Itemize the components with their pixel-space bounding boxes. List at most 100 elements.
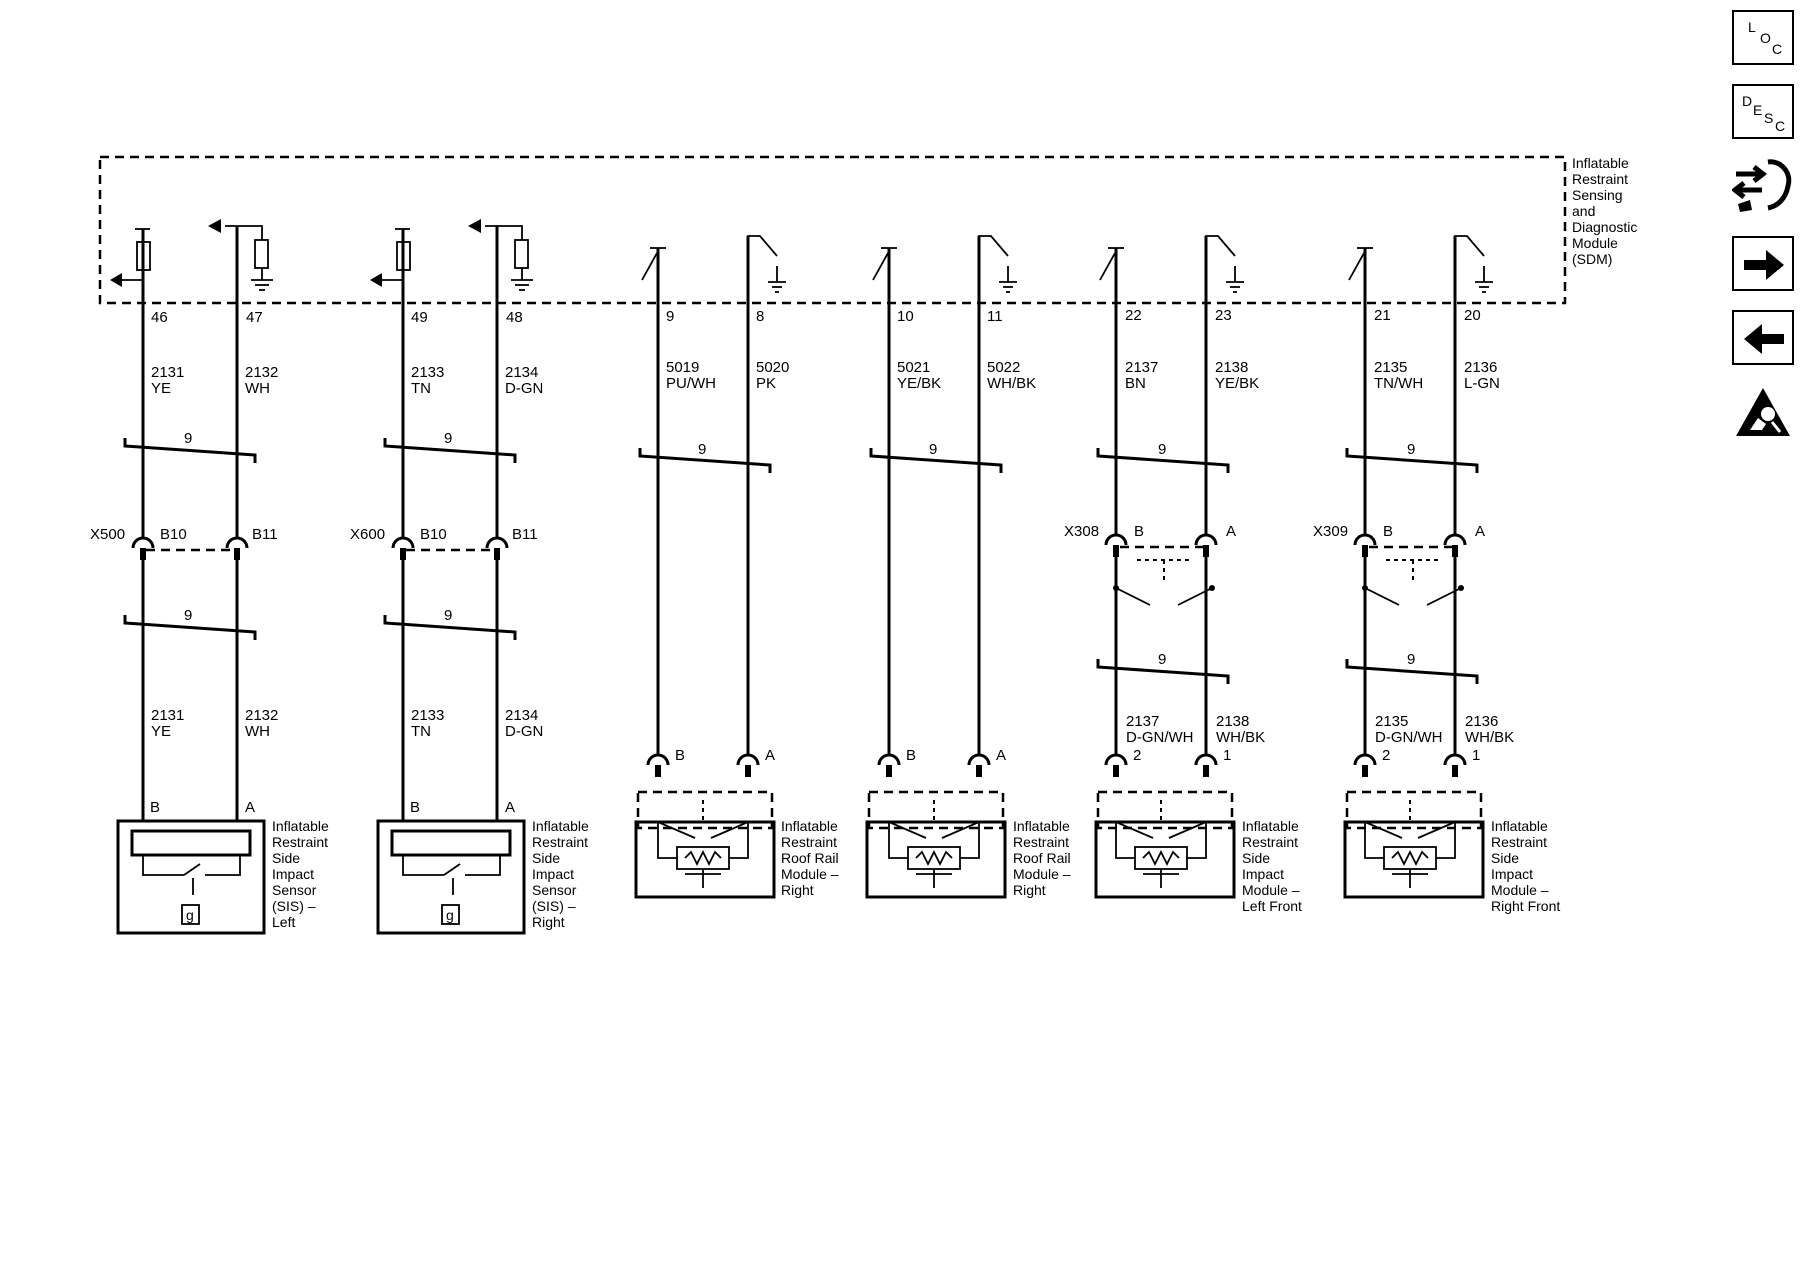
shorting-bar: [710, 821, 749, 839]
sdm-label: Inflatable Restraint Sensing and Diagnos…: [1572, 155, 1637, 267]
svg-text:Roof Rail: Roof Rail: [1013, 850, 1071, 866]
svg-text:Inflatable: Inflatable: [1491, 818, 1548, 834]
svg-text:Side: Side: [1242, 850, 1270, 866]
svg-text:Module: Module: [1572, 235, 1618, 251]
terminal-pin: [400, 548, 406, 560]
svg-text:A: A: [1226, 523, 1236, 540]
svg-text:9: 9: [1158, 651, 1166, 668]
airbag-warning-button[interactable]: [1732, 384, 1794, 442]
squib-lead: [1115, 822, 1135, 859]
svg-text:Left Front: Left Front: [1242, 898, 1302, 914]
svg-text:Module –: Module –: [1491, 882, 1549, 898]
svg-text:2136: 2136: [1464, 359, 1497, 376]
svg-text:9: 9: [444, 607, 452, 624]
squib-lead: [888, 822, 908, 859]
svg-text:2138: 2138: [1216, 713, 1249, 730]
connector-info-button[interactable]: [1730, 156, 1794, 214]
terminal-pin: [1362, 765, 1368, 777]
svg-text:2: 2: [1133, 747, 1141, 764]
svg-text:2133: 2133: [411, 364, 444, 381]
svg-text:46: 46: [151, 309, 168, 326]
svg-text:B: B: [906, 747, 916, 764]
svg-text:Impact: Impact: [532, 866, 574, 882]
connector-terminals: [131, 533, 1467, 777]
previous-page-button[interactable]: [1732, 310, 1794, 365]
svg-text:B: B: [675, 747, 685, 764]
sis-right-label: Inflatable Restraint Side Impact Sensor …: [532, 818, 589, 930]
svg-text:Right: Right: [1013, 882, 1046, 898]
terminal-cup: [1443, 753, 1467, 766]
terminal-pin: [1452, 545, 1458, 557]
svg-text:Impact: Impact: [1242, 866, 1284, 882]
terminal-cup: [391, 536, 415, 549]
svg-text:Sensor: Sensor: [272, 882, 317, 898]
terminal-cup: [736, 753, 760, 766]
svg-text:9: 9: [698, 441, 706, 458]
svg-text:47: 47: [246, 309, 263, 326]
svg-text:9: 9: [184, 607, 192, 624]
terminal-pin: [1113, 545, 1119, 557]
svg-text:BN: BN: [1125, 375, 1146, 392]
svg-text:9: 9: [1407, 651, 1415, 668]
svg-text:(SIS) –: (SIS) –: [532, 898, 576, 914]
terminal-cup: [1104, 753, 1128, 766]
svg-text:X309: X309: [1313, 523, 1348, 540]
svg-text:YE: YE: [151, 723, 171, 740]
svg-text:2134: 2134: [505, 707, 538, 724]
svg-text:2136: 2136: [1465, 713, 1498, 730]
svg-text:and: and: [1572, 203, 1595, 219]
twisted-pair-marker: [123, 615, 257, 640]
terminal-pin: [745, 765, 751, 777]
svg-text:S: S: [1764, 110, 1773, 126]
loc-button[interactable]: L O C: [1732, 10, 1794, 65]
svg-text:Module –: Module –: [781, 866, 839, 882]
svg-text:9: 9: [184, 430, 192, 447]
svg-text:Roof Rail: Roof Rail: [781, 850, 839, 866]
svg-text:YE: YE: [151, 380, 171, 397]
svg-text:B10: B10: [420, 526, 447, 543]
shorting-bar: [1168, 821, 1207, 839]
svg-text:Right: Right: [781, 882, 814, 898]
svg-text:2132: 2132: [245, 707, 278, 724]
svg-text:X308: X308: [1064, 523, 1099, 540]
svg-text:TN: TN: [411, 380, 431, 397]
desc-button[interactable]: D E S C: [1732, 84, 1794, 139]
side-impact-left-front-label: Inflatable Restraint Side Impact Module …: [1242, 818, 1302, 914]
next-page-button[interactable]: [1732, 236, 1794, 291]
svg-text:Module –: Module –: [1242, 882, 1300, 898]
module-box: [1094, 820, 1236, 899]
twist-counts: 9 9 9 9 9 9 9 9 9 9: [184, 430, 1415, 668]
ground-switch: [1205, 235, 1236, 284]
svg-text:Restraint: Restraint: [1013, 834, 1069, 850]
svg-text:2135: 2135: [1375, 713, 1408, 730]
svg-text:9: 9: [929, 441, 937, 458]
sdm-deployment-switches: [641, 235, 1493, 293]
svg-text:C: C: [1775, 118, 1785, 134]
svg-text:O: O: [1760, 30, 1771, 46]
svg-text:WH/BK: WH/BK: [1465, 729, 1514, 746]
lower-wire-labels: 2131 YE 2132 WH 2133 TN 2134 D-GN 2137 D…: [151, 707, 1514, 746]
twisted-pair-marker: [638, 448, 772, 473]
desc-icon: D E S C: [1742, 93, 1785, 134]
svg-text:22: 22: [1125, 307, 1142, 324]
twisted-pair-marker: [869, 448, 1003, 473]
svg-text:Impact: Impact: [1491, 866, 1533, 882]
terminal-pin: [1203, 765, 1209, 777]
svg-text:A: A: [245, 799, 255, 816]
ground-switch: [978, 235, 1009, 284]
svg-text:49: 49: [411, 309, 428, 326]
svg-text:Inflatable: Inflatable: [532, 818, 589, 834]
svg-text:YE/BK: YE/BK: [1215, 375, 1259, 392]
inline-connectors: X500 B10 B11 X600 B10 B11 X308 B A X309 …: [90, 523, 1485, 606]
svg-text:2138: 2138: [1215, 359, 1248, 376]
svg-text:5021: 5021: [897, 359, 930, 376]
svg-text:Inflatable: Inflatable: [781, 818, 838, 834]
svg-text:21: 21: [1374, 307, 1391, 324]
twisted-pair-marker: [1096, 659, 1230, 684]
svg-text:2132: 2132: [245, 364, 278, 381]
svg-text:L: L: [1748, 19, 1756, 35]
side-impact-right-front-label: Inflatable Restraint Side Impact Module …: [1491, 818, 1560, 914]
shorting-connector: [636, 790, 774, 830]
terminal-pin: [234, 548, 240, 560]
